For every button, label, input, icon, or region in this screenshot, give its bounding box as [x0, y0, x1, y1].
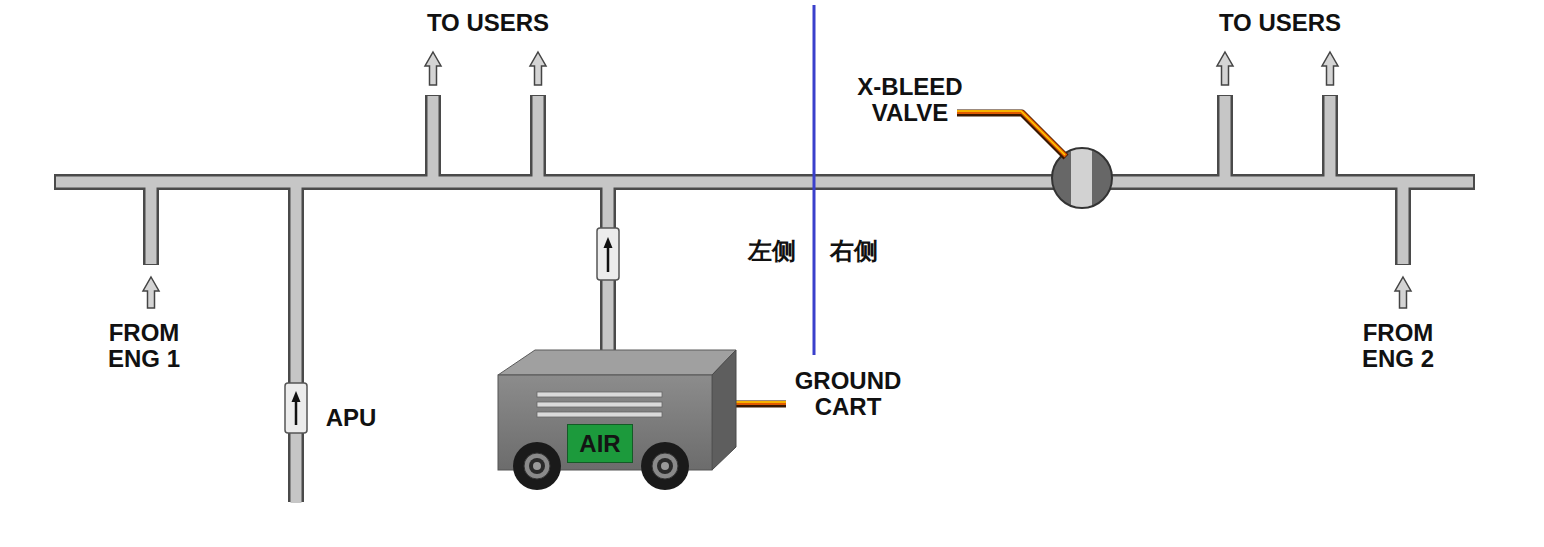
user-duct	[530, 95, 546, 182]
main-duct	[54, 174, 1475, 190]
user-duct	[1325, 96, 1336, 182]
pipe-outline	[54, 95, 1475, 502]
check-valve	[597, 228, 619, 280]
outlet-label: TO USERS	[383, 10, 593, 36]
source-label: FROM ENG 1	[98, 320, 190, 372]
leader-line-mid	[957, 112, 1066, 156]
check-valve-arrow	[295, 401, 298, 425]
leader-line	[728, 402, 786, 404]
flow-arrow	[530, 52, 546, 85]
ground-cart-figure	[498, 350, 736, 490]
wheel-tire	[513, 442, 561, 490]
side-label: 右侧	[814, 238, 894, 264]
pipe-fill	[56, 96, 1473, 503]
check-valve-body	[285, 383, 307, 433]
valve-gate	[1071, 145, 1092, 211]
wheel-cap	[533, 462, 541, 470]
apu-duct	[288, 182, 304, 502]
valve-label: X-BLEED VALVE	[845, 74, 975, 126]
engine-duct	[1395, 182, 1411, 265]
main-duct	[56, 177, 1473, 188]
leader-line-outer	[728, 401, 786, 408]
cart-top	[498, 350, 736, 375]
cart-vent	[537, 392, 662, 397]
cart-wheel	[641, 442, 689, 490]
leader-line-mid	[728, 401, 786, 405]
wheel-rim	[652, 453, 678, 479]
check-valve	[285, 383, 307, 433]
apu-duct	[291, 182, 302, 503]
flow-arrow	[1395, 277, 1411, 308]
wheel-cap	[661, 462, 669, 470]
source-label: FROM ENG 2	[1352, 320, 1444, 372]
check-valve-arrowhead	[292, 391, 301, 402]
cart-wheel	[513, 442, 561, 490]
cart-vent	[537, 402, 662, 407]
side-divider	[813, 5, 816, 355]
engine-duct	[143, 182, 159, 265]
cart-side	[712, 350, 736, 470]
node-text: AIR	[579, 431, 620, 457]
user-duct	[533, 96, 544, 182]
check-valve-arrow	[607, 247, 610, 272]
check-valve-body	[597, 228, 619, 280]
check-valve-arrowhead	[604, 237, 613, 248]
outlet-label: TO USERS	[1175, 10, 1385, 36]
user-duct	[428, 96, 439, 182]
leader-line	[957, 111, 1066, 157]
wheel-tire	[641, 442, 689, 490]
flow-arrow	[1217, 52, 1233, 85]
user-duct	[1220, 96, 1231, 182]
wheel-rim	[524, 453, 550, 479]
user-duct	[1217, 95, 1233, 182]
side-label: 左侧	[732, 238, 812, 264]
wheel-hub	[657, 458, 673, 474]
flow-arrow	[425, 52, 441, 85]
user-duct	[1322, 95, 1338, 182]
air-badge: AIR	[567, 424, 633, 463]
leader-line-outer	[957, 113, 1066, 157]
engine-duct	[146, 182, 157, 264]
leader-line-inner	[957, 111, 1065, 155]
flow-arrow	[143, 277, 159, 308]
cart-vent	[537, 412, 662, 417]
source-label: APU	[311, 405, 391, 431]
flow-arrow	[1322, 52, 1338, 85]
cart-label: GROUND CART	[783, 368, 913, 420]
flow-arrows	[143, 52, 1411, 308]
engine-duct	[1398, 182, 1409, 264]
user-duct	[425, 95, 441, 182]
wheel-hub	[529, 458, 545, 474]
leader-line-inner	[728, 401, 786, 403]
